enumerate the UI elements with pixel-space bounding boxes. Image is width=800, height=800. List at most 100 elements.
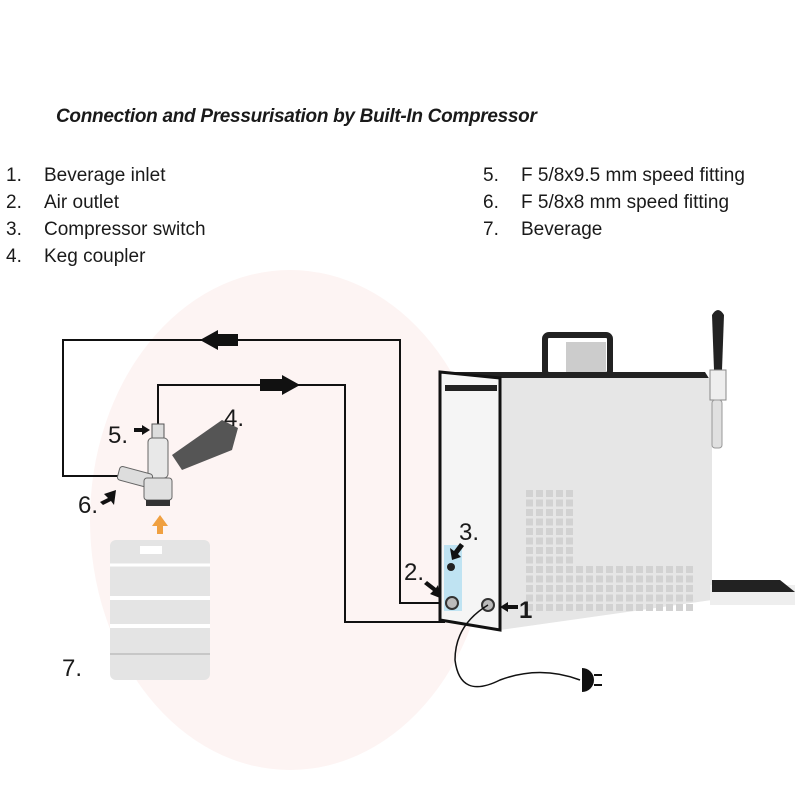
callout-2: 2.	[404, 559, 424, 586]
vent-hole	[526, 499, 533, 507]
vent-hole	[536, 528, 543, 535]
callout-arrow-2	[424, 581, 440, 598]
legend-item: 7. Beverage	[483, 216, 745, 243]
vent-hole	[576, 566, 583, 573]
vent-hole	[536, 499, 543, 507]
legend-item: 5. F 5/8x9.5 mm speed fitting	[483, 162, 745, 189]
power-plug-icon	[582, 668, 594, 692]
vent-hole	[556, 518, 563, 526]
vent-hole	[536, 604, 543, 611]
vent-hole	[556, 604, 563, 611]
callout-3: 3.	[459, 519, 479, 546]
vent-hole	[546, 556, 553, 564]
vent-hole	[636, 604, 643, 611]
vent-hole	[686, 604, 693, 611]
legend-num: 4.	[6, 246, 22, 267]
legend-label: F 5/8x9.5 mm speed fitting	[521, 165, 745, 186]
vent-hole	[526, 509, 533, 516]
legend-num: 7.	[483, 219, 499, 240]
vent-hole	[566, 594, 573, 602]
vent-hole	[586, 566, 593, 573]
vent-hole	[616, 604, 623, 611]
vent-hole	[546, 575, 553, 583]
vent-hole	[566, 518, 573, 526]
beer-tap	[709, 310, 727, 449]
vent-hole	[676, 604, 683, 611]
legend-num: 5.	[483, 165, 499, 186]
legend-num: 6.	[483, 192, 499, 213]
compressor-switch-panel	[444, 545, 462, 611]
legend-item: 6.F 5/8x8 mm speed fitting	[483, 189, 745, 216]
vent-hole	[556, 594, 563, 602]
legend-label: Air outlet	[44, 192, 119, 213]
vent-hole	[656, 594, 663, 602]
legend-right: 5. F 5/8x9.5 mm speed fitting 6.F 5/8x8 m…	[483, 162, 745, 243]
arrow-right-icon	[260, 375, 300, 395]
vent-hole	[616, 575, 623, 583]
vent-hole	[656, 585, 663, 592]
vent-hole	[656, 566, 663, 573]
vent-hole	[546, 537, 553, 545]
vent-hole	[616, 585, 623, 592]
vent-hole	[666, 585, 673, 592]
vent-hole	[546, 499, 553, 507]
vent-hole	[566, 490, 573, 497]
vent-hole	[546, 566, 553, 573]
vent-hole	[546, 528, 553, 535]
legend-item: 1.Beverage inlet	[6, 162, 206, 189]
vent-hole	[556, 509, 563, 516]
beverage-line	[157, 384, 445, 623]
vent-hole	[546, 509, 553, 516]
legend-num: 3.	[6, 219, 22, 240]
vent-hole	[606, 566, 613, 573]
vent-hole	[646, 585, 653, 592]
vent-hole	[546, 518, 553, 526]
vent-hole	[646, 604, 653, 611]
vent-hole	[626, 594, 633, 602]
callout-arrow-5	[134, 425, 150, 435]
vent-hole	[536, 566, 543, 573]
vent-hole	[616, 566, 623, 573]
vent-hole	[556, 547, 563, 554]
vent-hole	[596, 604, 603, 611]
vent-hole	[626, 566, 633, 573]
vent-hole	[536, 537, 543, 545]
vent-hole	[526, 518, 533, 526]
vent-hole	[586, 575, 593, 583]
diagram-title: Connection and Pressurisation by Built-I…	[56, 106, 537, 127]
vent-hole	[536, 518, 543, 526]
vent-hole	[526, 566, 533, 573]
vent-hole	[526, 594, 533, 602]
vent-hole	[596, 585, 603, 592]
vent-hole	[536, 509, 543, 516]
legend-label: Beverage	[521, 219, 603, 240]
keg-coupler	[116, 420, 238, 506]
vent-hole	[666, 566, 673, 573]
vent-hole	[566, 547, 573, 554]
vent-hole	[676, 575, 683, 583]
vent-hole	[686, 575, 693, 583]
vent-hole	[536, 594, 543, 602]
vent-hole	[656, 604, 663, 611]
vent-hole	[566, 528, 573, 535]
vent-hole	[616, 594, 623, 602]
vent-hole	[566, 575, 573, 583]
compressor-switch[interactable]	[447, 563, 455, 571]
legend-label: Beverage inlet	[44, 165, 166, 186]
legend-num: 2.	[6, 192, 22, 213]
vent-hole	[536, 490, 543, 497]
vent-hole	[526, 547, 533, 554]
vent-hole	[666, 604, 673, 611]
arrow-up-icon	[152, 515, 168, 534]
vent-hole	[576, 585, 583, 592]
vent-hole	[566, 499, 573, 507]
vent-hole	[526, 528, 533, 535]
vent-hole	[566, 509, 573, 516]
vent-hole	[636, 594, 643, 602]
vent-hole	[676, 594, 683, 602]
vent-hole	[556, 566, 563, 573]
vent-hole	[596, 575, 603, 583]
vent-hole	[646, 594, 653, 602]
vent-hole	[556, 528, 563, 535]
vent-hole	[596, 566, 603, 573]
